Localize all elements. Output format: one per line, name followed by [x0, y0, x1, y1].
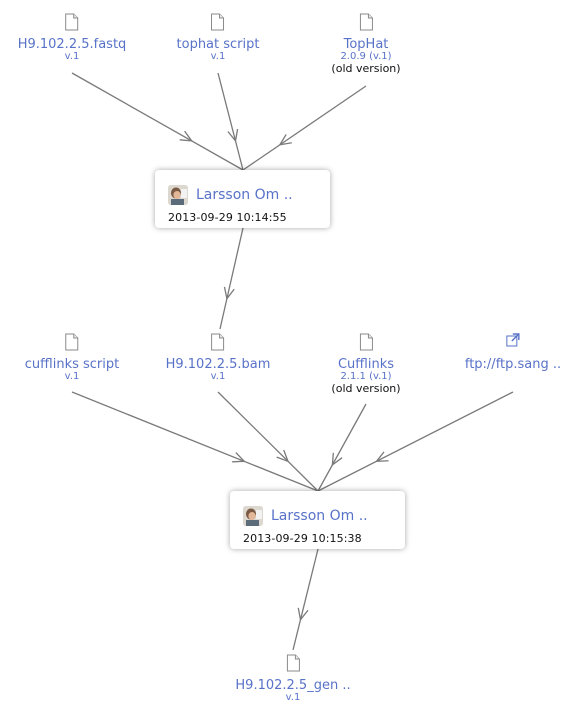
document-icon[interactable] — [211, 13, 225, 31]
run-timestamp: 2013-09-29 10:15:38 — [243, 532, 362, 545]
document-icon[interactable] — [286, 654, 300, 672]
edge-run2-to-output — [292, 548, 319, 651]
input-name[interactable]: TopHat — [343, 37, 389, 52]
old-version-note: (old version) — [331, 382, 401, 395]
edge-ftp-to-run2 — [317, 391, 514, 492]
edge-bam-to-run2 — [217, 391, 319, 492]
input-node-ftp[interactable]: ftp://ftp.sang .. — [465, 333, 561, 371]
input-version[interactable]: 2.1.1 (v.1) — [340, 371, 392, 382]
run-card-2[interactable]: Larsson Om .. 2013-09-29 10:15:38 — [230, 491, 405, 549]
edge-fastq-to-run1 — [71, 72, 244, 171]
run-timestamp: 2013-09-29 10:14:55 — [168, 211, 287, 224]
edge-tophat-script-to-run1 — [217, 72, 244, 171]
input-version[interactable]: v.1 — [64, 371, 80, 382]
input-node-tophat-script[interactable]: tophat script v.1 — [176, 13, 260, 62]
document-icon[interactable] — [359, 13, 373, 31]
output-name[interactable]: H9.102.2.5_gen .. — [235, 678, 351, 693]
edge-tophat-to-run1 — [242, 85, 367, 171]
user-avatar[interactable] — [168, 185, 188, 205]
input-name[interactable]: H9.102.2.5.bam — [165, 357, 271, 372]
output-version[interactable]: v.1 — [285, 692, 301, 703]
input-node-tophat[interactable]: TopHat 2.0.9 (v.1) (old version) — [331, 13, 401, 75]
document-icon[interactable] — [65, 13, 79, 31]
document-icon[interactable] — [65, 333, 79, 351]
run-card-1[interactable]: Larsson Om .. 2013-09-29 10:14:55 — [155, 170, 330, 228]
user-avatar[interactable] — [243, 506, 263, 526]
edge-run1-to-bam — [219, 227, 244, 330]
run-user-link[interactable]: Larsson Om .. — [196, 187, 293, 203]
input-version[interactable]: v.1 — [210, 371, 226, 382]
run-user-link[interactable]: Larsson Om .. — [271, 508, 368, 524]
edge-cufflinks-script-to-run2 — [71, 391, 319, 492]
old-version-note: (old version) — [331, 62, 401, 75]
input-name[interactable]: ftp://ftp.sang .. — [464, 357, 562, 372]
input-version[interactable]: v.1 — [64, 51, 80, 62]
document-icon[interactable] — [359, 333, 373, 351]
edge-cufflinks-to-run2 — [317, 403, 367, 492]
input-name[interactable]: tophat script — [176, 37, 260, 52]
input-node-fastq[interactable]: H9.102.2.5.fastq v.1 — [17, 13, 127, 62]
input-version[interactable]: 2.0.9 (v.1) — [340, 51, 392, 62]
input-node-bam[interactable]: H9.102.2.5.bam v.1 — [165, 333, 271, 382]
output-node[interactable]: H9.102.2.5_gen .. v.1 — [235, 654, 351, 703]
external-link-icon[interactable] — [506, 333, 520, 347]
input-name[interactable]: cufflinks script — [24, 357, 120, 372]
input-name[interactable]: H9.102.2.5.fastq — [17, 37, 127, 52]
input-name[interactable]: Cufflinks — [337, 357, 395, 372]
document-icon[interactable] — [211, 333, 225, 351]
input-node-cufflinks[interactable]: Cufflinks 2.1.1 (v.1) (old version) — [331, 333, 401, 395]
input-node-cufflinks-script[interactable]: cufflinks script v.1 — [25, 333, 119, 382]
input-version[interactable]: v.1 — [210, 51, 226, 62]
